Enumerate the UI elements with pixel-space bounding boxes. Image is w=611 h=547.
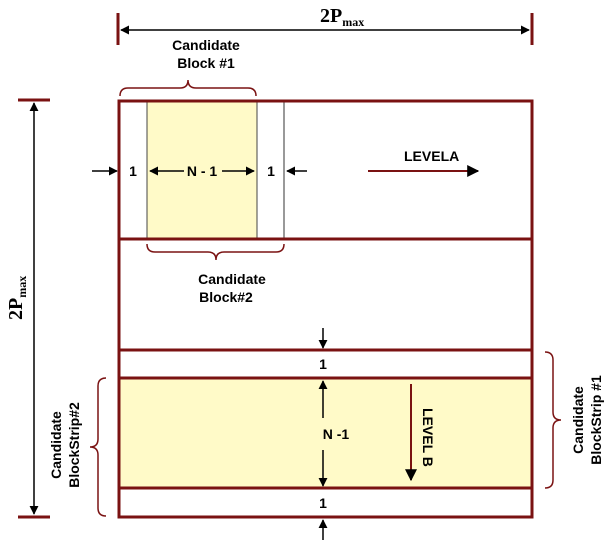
candidate-block-2-label-line1: Candidate <box>198 271 266 287</box>
candidate-strip-1-label-line2: BlockStrip #1 <box>588 375 604 465</box>
block-size-label: N - 1 <box>187 163 218 179</box>
height-dimension: 2Pmax <box>5 98 50 519</box>
candidate-strip-2-brace <box>89 377 107 517</box>
width-dimension-label: 2Pmax <box>320 5 364 29</box>
candidate-strip-2-label-line2: BlockStrip#2 <box>66 402 82 488</box>
strip-size-label: N -1 <box>323 426 350 442</box>
candidate-block-2-label-line2: Block#2 <box>199 289 253 305</box>
width-dimension: 2Pmax <box>116 5 534 45</box>
margin-bottom-label: 1 <box>319 495 327 511</box>
candidate-strip-fill <box>119 378 532 488</box>
margin-top-label: 1 <box>319 356 327 372</box>
candidate-strip-2-label-line1: Candidate <box>48 411 64 479</box>
candidate-block-1-label-line2: Block #1 <box>177 55 235 71</box>
candidate-block-1-label-line1: Candidate <box>172 37 240 53</box>
search-area-frame <box>117 99 534 519</box>
candidate-strip-1-label-line1: Candidate <box>570 386 586 454</box>
margin-left-label: 1 <box>129 163 137 179</box>
margin-right-label: 1 <box>267 163 275 179</box>
candidate-block-1-brace <box>119 79 257 97</box>
level-a-label: LEVELA <box>404 148 459 164</box>
candidate-block-2-brace <box>146 243 285 261</box>
candidate-strip-1-brace <box>544 351 562 489</box>
level-b-label: LEVEL B <box>420 408 436 467</box>
height-dimension-label: 2Pmax <box>5 276 29 320</box>
